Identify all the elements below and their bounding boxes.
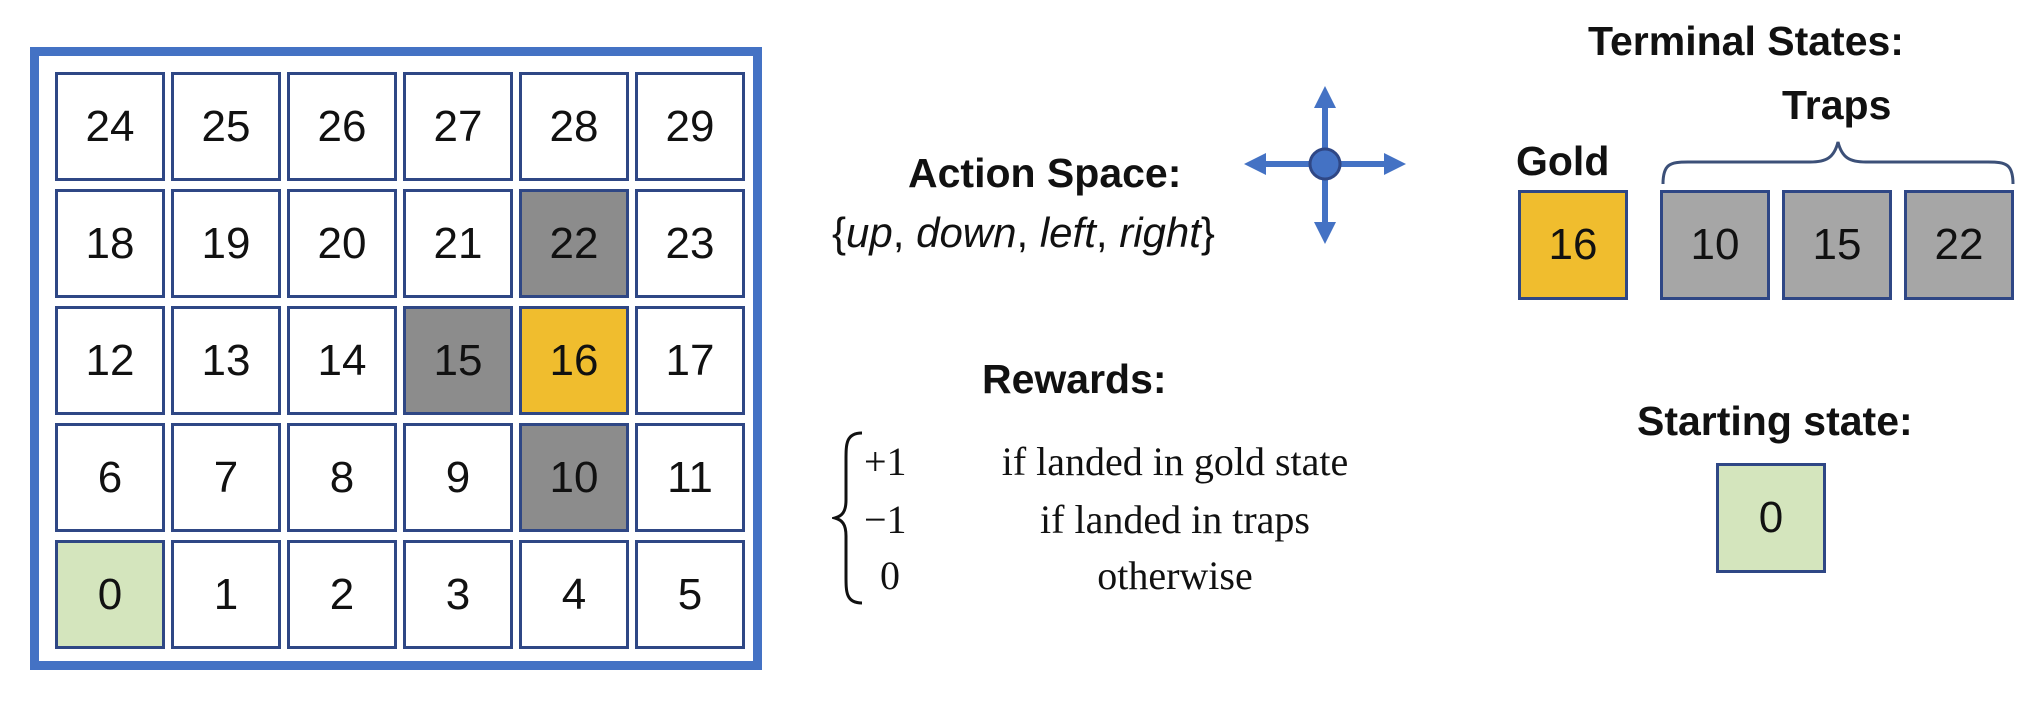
grid-cell-trap: 15: [403, 306, 513, 415]
trap-state-box: 22: [1904, 190, 2014, 300]
gold-title: Gold: [1516, 138, 1610, 184]
grid-cell-normal: 26: [287, 72, 397, 181]
reward-condition-otherwise: otherwise: [1097, 553, 1253, 598]
grid-cell-normal: 19: [171, 189, 281, 298]
grid-cell-normal: 29: [635, 72, 745, 181]
grid-cell-normal: 7: [171, 423, 281, 532]
rewards-left-brace: [832, 431, 863, 605]
traps-title: Traps: [1782, 82, 1892, 128]
reward-value-gold: +1: [864, 439, 907, 484]
reward-value-trap: −1: [864, 497, 907, 542]
reward-condition-trap: if landed in traps: [1040, 497, 1310, 542]
action-space-set: {up, down, left, right}: [832, 209, 1215, 257]
starting-state-box: 0: [1716, 463, 1826, 573]
grid-cell-normal: 11: [635, 423, 745, 532]
action-separator: ,: [892, 209, 917, 256]
grid-cell-normal: 8: [287, 423, 397, 532]
grid-cell-normal: 5: [635, 540, 745, 649]
grid-cell-normal: 21: [403, 189, 513, 298]
action-right: right: [1119, 209, 1201, 256]
traps-brace: [1661, 141, 2015, 185]
grid-cell-normal: 6: [55, 423, 165, 532]
grid-cell-normal: 17: [635, 306, 745, 415]
action-set-open-brace: {: [832, 209, 847, 256]
reward-condition-gold: if landed in gold state: [1001, 439, 1349, 484]
grid-cell-normal: 3: [403, 540, 513, 649]
action-separator: ,: [1016, 209, 1040, 256]
action-up: up: [846, 209, 893, 256]
grid-cell-normal: 12: [55, 306, 165, 415]
grid-world-frame: [30, 47, 762, 670]
trap-state-box: 15: [1782, 190, 1892, 300]
grid-cell-normal: 9: [403, 423, 513, 532]
grid-cell-normal: 24: [55, 72, 165, 181]
action-space-title: Action Space:: [908, 150, 1182, 196]
grid-cell-normal: 1: [171, 540, 281, 649]
action-down: down: [916, 209, 1017, 256]
trap-state-box: 10: [1660, 190, 1770, 300]
grid-cell-normal: 27: [403, 72, 513, 181]
grid-cell-normal: 2: [287, 540, 397, 649]
grid-cell-normal: 18: [55, 189, 165, 298]
grid-cell-start: 0: [55, 540, 165, 649]
grid-cell-trap: 10: [519, 423, 629, 532]
grid-cell-normal: 4: [519, 540, 629, 649]
action-set-close-brace: }: [1200, 209, 1215, 256]
grid-cell-normal: 20: [287, 189, 397, 298]
starting-state-title: Starting state:: [1637, 398, 1913, 444]
action-left: left: [1039, 209, 1096, 256]
grid-cell-normal: 14: [287, 306, 397, 415]
grid-cell-gold: 16: [519, 306, 629, 415]
grid-cell-normal: 23: [635, 189, 745, 298]
grid-cell-normal: 13: [171, 306, 281, 415]
grid-cell-normal: 28: [519, 72, 629, 181]
action-separator: ,: [1095, 209, 1120, 256]
terminal-states-title: Terminal States:: [1588, 18, 1904, 64]
four-way-arrows-icon: [1244, 86, 1406, 244]
rewards-title: Rewards:: [982, 356, 1167, 402]
grid-cell-normal: 25: [171, 72, 281, 181]
gold-state-box: 16: [1518, 190, 1628, 300]
grid-cell-trap: 22: [519, 189, 629, 298]
reward-value-otherwise: 0: [880, 553, 900, 598]
